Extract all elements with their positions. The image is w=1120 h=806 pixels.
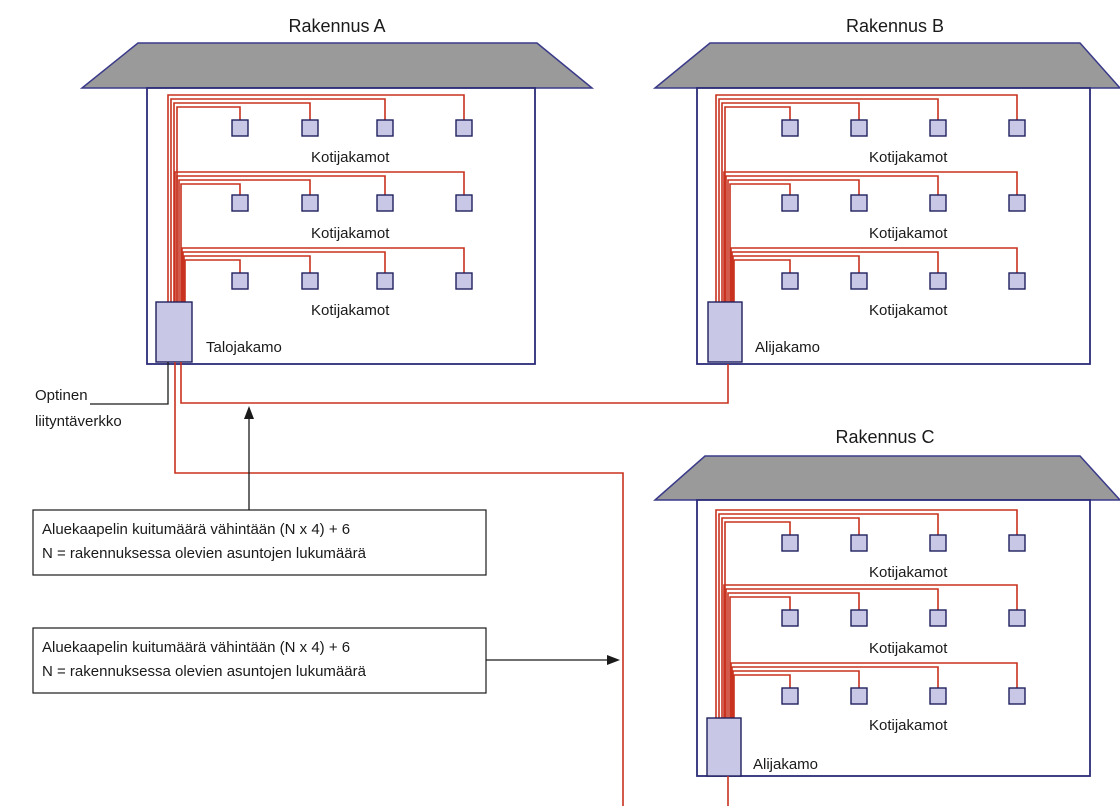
home-distributor-box: [929, 194, 947, 212]
building-a-group-label-3: Kotijakamot: [311, 302, 390, 319]
building-a-title: Rakennus A: [288, 16, 385, 36]
access-network-label-line1: Optinen: [35, 387, 88, 404]
home-distributor-box: [781, 609, 799, 627]
building-c-group-label-1: Kotijakamot: [869, 564, 948, 581]
building-c-distributor-label: Alijakamo: [753, 756, 818, 773]
home-distributor-box: [1008, 534, 1026, 552]
building-a: Rakennus A: [79, 16, 595, 365]
building-b: Rakennus B: [652, 16, 1120, 365]
home-distributor-box: [929, 272, 947, 290]
building-a-home-boxes: [231, 119, 473, 290]
building-c-wall: [696, 499, 1091, 777]
home-distributor-box: [781, 119, 799, 137]
building-c-group-label-2: Kotijakamot: [869, 640, 948, 657]
home-distributor-box: [231, 119, 249, 137]
info-box-1-frame: [32, 509, 487, 576]
building-a-roof: [79, 42, 595, 89]
home-distributor-box: [1008, 272, 1026, 290]
building-c: Rakennus C: [653, 427, 1120, 777]
home-distributor-box: [301, 119, 319, 137]
home-distributor-box: [1008, 119, 1026, 137]
building-a-distributor: [155, 301, 193, 363]
home-distributor-box: [850, 194, 868, 212]
info-box-2-frame: [32, 627, 487, 694]
home-distributor-box: [1008, 687, 1026, 705]
home-distributor-box: [781, 272, 799, 290]
access-network-label-line2: liityntäverkko: [35, 413, 122, 430]
arrow-right-head: [607, 655, 620, 665]
home-distributor-box: [1008, 609, 1026, 627]
home-distributor-box: [850, 687, 868, 705]
building-c-title: Rakennus C: [835, 427, 934, 447]
info-box-2-line2: N = rakennuksessa olevien asuntojen luku…: [42, 663, 367, 680]
home-distributor-box: [301, 194, 319, 212]
home-distributor-box: [781, 194, 799, 212]
home-distributor-box: [850, 119, 868, 137]
building-b-distributor: [707, 301, 743, 363]
home-distributor-box: [781, 687, 799, 705]
home-distributor-box: [376, 194, 394, 212]
building-c-distributor: [706, 717, 742, 777]
building-a-group-label-1: Kotijakamot: [311, 149, 390, 166]
home-distributor-box: [231, 272, 249, 290]
info-box-2-line1: Aluekaapelin kuitumäärä vähintään (N x 4…: [42, 639, 350, 656]
info-box-2: Aluekaapelin kuitumäärä vähintään (N x 4…: [32, 627, 620, 694]
area-cable-a-to-c: [174, 362, 624, 806]
info-box-1: Aluekaapelin kuitumäärä vähintään (N x 4…: [32, 406, 487, 576]
building-a-distributor-label: Talojakamo: [206, 339, 282, 356]
access-network-line: [90, 362, 169, 405]
info-box-1-line1: Aluekaapelin kuitumäärä vähintään (N x 4…: [42, 521, 350, 538]
home-distributor-box: [850, 272, 868, 290]
building-a-cabling: [167, 94, 465, 302]
building-a-group-label-2: Kotijakamot: [311, 225, 390, 242]
building-b-group-label-2: Kotijakamot: [869, 225, 948, 242]
building-b-group-label-1: Kotijakamot: [869, 149, 948, 166]
home-distributor-box: [231, 194, 249, 212]
building-c-home-boxes: [781, 534, 1026, 705]
home-distributor-box: [850, 534, 868, 552]
home-distributor-box: [455, 272, 473, 290]
area-cables: [174, 362, 729, 806]
arrow-up-head: [244, 406, 254, 419]
home-distributor-box: [1008, 194, 1026, 212]
home-distributor-box: [455, 119, 473, 137]
home-distributor-box: [301, 272, 319, 290]
building-c-cabling: [715, 509, 1018, 718]
building-b-title: Rakennus B: [846, 16, 944, 36]
building-b-cabling: [715, 94, 1018, 302]
building-b-distributor-label: Alijakamo: [755, 339, 820, 356]
home-distributor-box: [455, 194, 473, 212]
home-distributor-box: [781, 534, 799, 552]
home-distributor-box: [929, 687, 947, 705]
building-b-group-label-3: Kotijakamot: [869, 302, 948, 319]
home-distributor-box: [929, 609, 947, 627]
building-b-home-boxes: [781, 119, 1026, 290]
home-distributor-box: [850, 609, 868, 627]
home-distributor-box: [376, 272, 394, 290]
building-b-roof: [652, 42, 1120, 89]
home-distributor-box: [376, 119, 394, 137]
access-network: Optinen liityntäverkko: [35, 362, 169, 430]
building-c-group-label-3: Kotijakamot: [869, 717, 948, 734]
building-c-roof: [653, 455, 1120, 501]
home-distributor-box: [929, 119, 947, 137]
area-cable-a-to-b: [180, 362, 729, 404]
home-distributor-box: [929, 534, 947, 552]
info-box-1-line2: N = rakennuksessa olevien asuntojen luku…: [42, 545, 367, 562]
